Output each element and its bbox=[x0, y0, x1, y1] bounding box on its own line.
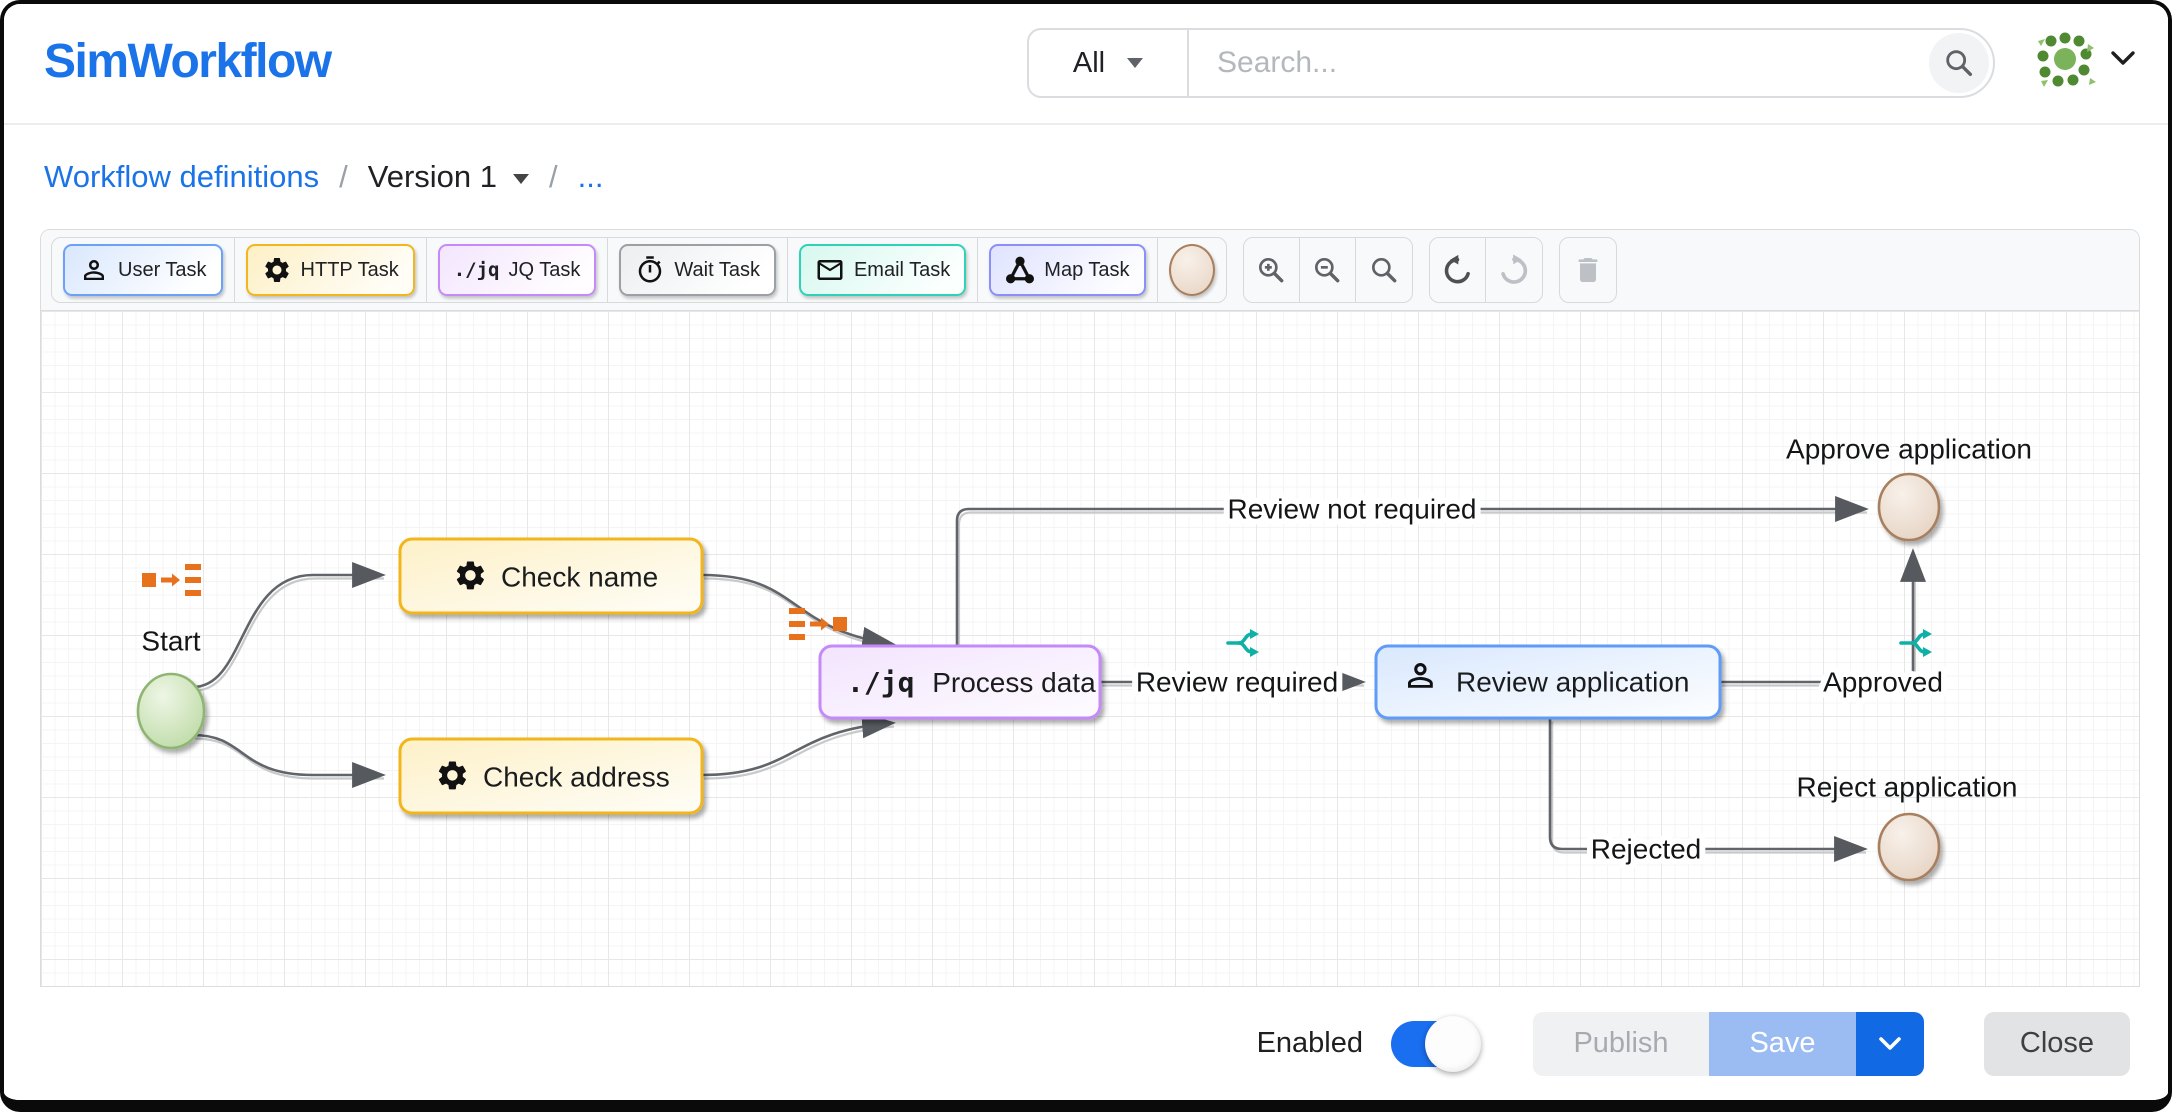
edge-start-check-address bbox=[192, 733, 386, 788]
version-label: Version 1 bbox=[367, 159, 497, 194]
save-button[interactable]: Save bbox=[1709, 1011, 1856, 1076]
node-check-address[interactable]: Check address bbox=[398, 737, 704, 815]
palette-email-task[interactable]: Email Task bbox=[798, 244, 967, 296]
delete-button[interactable] bbox=[1560, 238, 1616, 302]
version-dropdown[interactable]: Version 1 bbox=[368, 159, 529, 195]
edge-label-review-not-required[interactable]: Review not required bbox=[1221, 488, 1482, 531]
redo-icon bbox=[1500, 254, 1527, 284]
edge-check-address-process-data bbox=[701, 712, 896, 777]
trash-icon bbox=[1578, 258, 1597, 282]
jq-icon: ./jq bbox=[847, 666, 914, 699]
node-approve-application[interactable]: Approve application bbox=[1786, 434, 2032, 542]
zoom-reset-icon bbox=[1371, 258, 1396, 283]
chevron-down-icon bbox=[1879, 1036, 1901, 1050]
check-address-label: Check address bbox=[483, 762, 670, 793]
account-menu-chevron-icon[interactable] bbox=[2108, 48, 2138, 68]
workflow-editor: User Task HTTP Task ./jq JQ Task Wait Ta… bbox=[40, 229, 2140, 987]
zoom-out-button[interactable] bbox=[1300, 238, 1356, 302]
edge-approved bbox=[1720, 548, 1926, 684]
palette-map-task[interactable]: Map Task bbox=[989, 244, 1146, 296]
search-input[interactable] bbox=[1189, 30, 1929, 96]
undo-icon bbox=[1444, 254, 1470, 284]
enabled-toggle[interactable] bbox=[1391, 1015, 1481, 1072]
check-name-label: Check name bbox=[501, 562, 658, 593]
split-icon bbox=[1226, 629, 1259, 657]
gear-icon bbox=[456, 561, 484, 590]
breadcrumb-more[interactable]: ... bbox=[577, 159, 604, 194]
fan-out-icon bbox=[142, 564, 201, 596]
redo-button[interactable] bbox=[1486, 238, 1542, 302]
node-palette: User Task HTTP Task ./jq JQ Task Wait Ta… bbox=[51, 237, 1227, 303]
top-header: SimWorkflow All bbox=[4, 4, 2168, 125]
graph-icon bbox=[1006, 256, 1035, 284]
search-filter-dropdown[interactable]: All bbox=[1029, 30, 1189, 96]
delete-controls bbox=[1558, 237, 1617, 303]
editor-toolbar: User Task HTTP Task ./jq JQ Task Wait Ta… bbox=[41, 230, 2139, 311]
chevron-down-icon bbox=[513, 174, 529, 184]
envelope-icon bbox=[817, 260, 843, 280]
close-button[interactable]: Close bbox=[1984, 1011, 2130, 1076]
split-icon bbox=[1899, 629, 1932, 657]
undo-button[interactable] bbox=[1430, 238, 1486, 302]
palette-user-task[interactable]: User Task bbox=[63, 244, 223, 296]
edge-start-check-name bbox=[192, 562, 386, 689]
search-button[interactable] bbox=[1929, 33, 1989, 93]
edges[interactable] bbox=[192, 496, 1926, 862]
edge-check-name-process-data bbox=[701, 573, 896, 653]
breadcrumb-workflow-definitions[interactable]: Workflow definitions bbox=[44, 159, 320, 194]
gear-icon bbox=[264, 258, 289, 282]
enabled-label: Enabled bbox=[1256, 1027, 1363, 1059]
start-label: Start bbox=[141, 626, 200, 657]
toggle-knob bbox=[1425, 1015, 1481, 1072]
history-controls bbox=[1428, 237, 1543, 303]
breadcrumb-separator: / bbox=[549, 159, 558, 194]
jq-icon: ./jq bbox=[453, 259, 500, 281]
person-icon bbox=[84, 260, 104, 280]
edge-label-review-required[interactable]: Review required bbox=[1130, 661, 1344, 704]
zoom-out-icon bbox=[1315, 258, 1340, 283]
breadcrumb-separator: / bbox=[339, 159, 348, 194]
reject-application-label: Reject application bbox=[1796, 772, 2017, 803]
breadcrumb: Workflow definitions / Version 1 / ... bbox=[44, 127, 603, 227]
approve-application-label: Approve application bbox=[1786, 434, 2032, 465]
publish-button[interactable]: Publish bbox=[1533, 1011, 1709, 1076]
save-options-button[interactable] bbox=[1856, 1011, 1924, 1076]
node-check-name[interactable]: Check name bbox=[398, 537, 704, 615]
zoom-in-icon bbox=[1259, 258, 1284, 283]
svg-text:./jq Process data: ./jq Process data bbox=[847, 666, 1096, 699]
save-button-group: Publish Save bbox=[1533, 1011, 1924, 1076]
workflow-canvas[interactable]: Start Check name Chec bbox=[41, 311, 2139, 986]
fan-in-icon bbox=[789, 608, 847, 640]
search-filter-value: All bbox=[1072, 46, 1106, 79]
node-reject-application[interactable]: Reject application bbox=[1796, 772, 2018, 882]
app-logo: SimWorkflow bbox=[44, 35, 332, 88]
palette-wait-task[interactable]: Wait Task bbox=[619, 244, 776, 296]
zoom-controls bbox=[1242, 237, 1413, 303]
palette-http-task[interactable]: HTTP Task bbox=[245, 244, 415, 296]
stopwatch-icon bbox=[639, 256, 662, 283]
gear-icon bbox=[438, 761, 466, 790]
node-process-data[interactable]: ./jq Process data bbox=[818, 644, 1102, 720]
start-event-circle bbox=[136, 672, 206, 750]
user-avatar[interactable] bbox=[2032, 26, 2098, 92]
edge-shadows bbox=[194, 511, 1917, 854]
node-start[interactable]: Start bbox=[136, 564, 206, 750]
palette-jq-task[interactable]: ./jq JQ Task bbox=[437, 244, 597, 296]
edge-label-rejected[interactable]: Rejected bbox=[1585, 828, 1708, 871]
footer-action-bar: Enabled Publish Save Close bbox=[4, 987, 2168, 1100]
zoom-reset-button[interactable] bbox=[1356, 238, 1412, 302]
zoom-in-button[interactable] bbox=[1244, 238, 1300, 302]
edge-review-not-required bbox=[955, 496, 1869, 646]
process-data-label: Process data bbox=[932, 667, 1096, 698]
search-bar: All bbox=[1027, 28, 1995, 98]
edge-label-approved[interactable]: Approved bbox=[1817, 661, 1949, 704]
search-icon bbox=[1946, 50, 1973, 77]
edge-rejected bbox=[1548, 718, 1868, 862]
review-application-label: Review application bbox=[1456, 667, 1689, 698]
palette-end-event[interactable] bbox=[1168, 244, 1215, 296]
node-review-application[interactable]: Review application bbox=[1374, 644, 1722, 720]
chevron-down-icon bbox=[1127, 58, 1144, 68]
